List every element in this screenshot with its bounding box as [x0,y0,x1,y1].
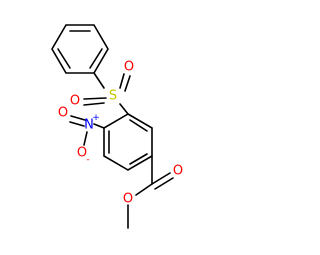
benzoate-ring [103,113,153,171]
nitro-nitrogen-charge: + [92,113,100,123]
bond-ring-n [93,123,105,129]
bond-c-o-single [135,183,153,196]
bond-phenyl-s [93,72,105,89]
ring-double-bond [129,119,148,132]
nitro-oxygen-charge: - [86,155,89,165]
bond-s-o-left [83,102,105,106]
bonds [51,24,174,229]
ring-double-bond [129,153,148,165]
ester-oxygen-label: O [123,192,133,207]
nitro-nitrogen-label: N [84,118,94,133]
phenyl-ring [51,24,109,74]
bond-s-o-right [124,75,131,92]
sulfonyl-oxygen-right-label: O [124,60,134,75]
atom-labels: S O O N + O O - O O [58,60,183,207]
sulfur-label: S [109,89,117,104]
bond-n-o-top [69,121,85,127]
nitro-oxygen-top-label: O [58,106,68,121]
carbonyl-oxygen-label: O [173,164,183,179]
bond-s-o-left [83,97,107,100]
bond-n-o-bottom [83,131,88,146]
molecule-drawing: S O O N + O O - O O [51,24,183,229]
bond-s-ring [119,103,129,115]
bond-c-o-double [154,177,174,190]
bond-c-o-double [151,172,171,185]
bond-s-o-right [119,73,125,89]
nitro-oxygen-bottom-label: O [77,146,87,161]
structure-canvas: S O O N + O O - O O [51,24,183,229]
bond-n-o-top [70,115,86,121]
phenyl-double-bond [57,48,71,69]
sulfonyl-oxygen-left-label: O [70,94,80,109]
phenyl-double-bond [89,48,103,69]
